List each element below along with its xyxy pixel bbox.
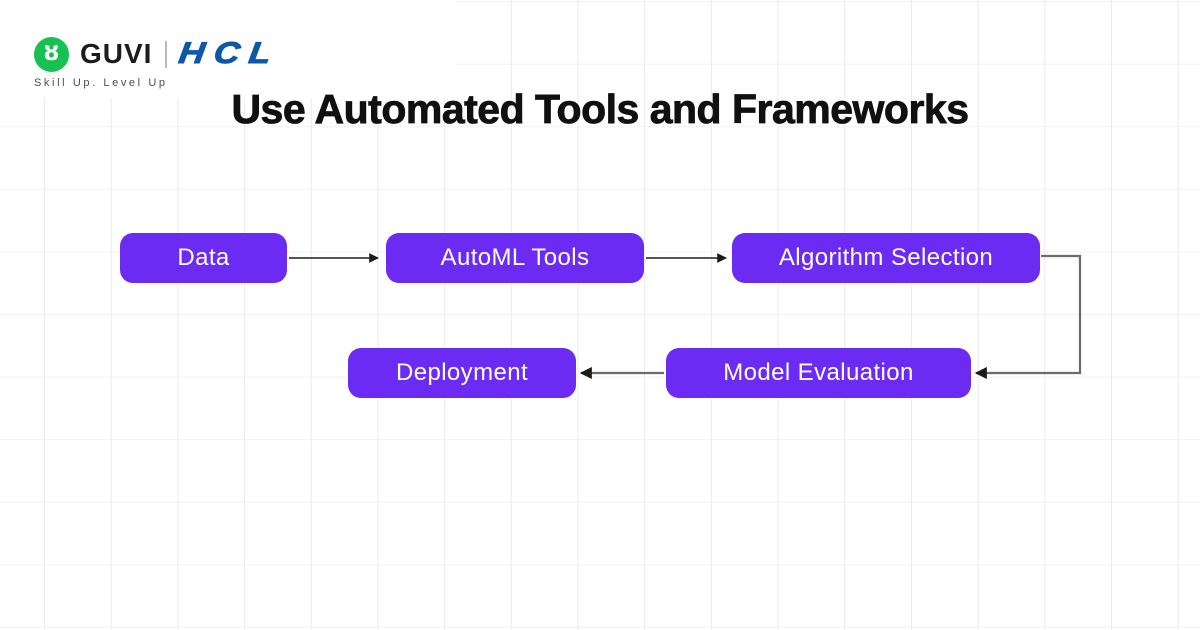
- node-algorithm-selection: Algorithm Selection: [732, 233, 1040, 283]
- brand-tagline: Skill Up. Level Up: [34, 77, 168, 89]
- logo-panel: [0, 0, 456, 98]
- guvi-logo-text: GUVI: [80, 38, 153, 69]
- node-algorithm-selection-label: Algorithm Selection: [778, 244, 994, 271]
- page-title: Use Automated Tools and Frameworks: [231, 86, 969, 133]
- guvi-logo-icon: ȣ: [34, 36, 69, 72]
- node-model-evaluation: Model Evaluation: [666, 348, 971, 398]
- brand-divider: [165, 40, 168, 68]
- node-automl-tools: AutoML Tools: [386, 233, 644, 283]
- node-deployment-label: Deployment: [395, 359, 529, 386]
- node-automl-tools-label: AutoML Tools: [440, 244, 590, 271]
- node-data: Data: [120, 233, 287, 283]
- node-data-label: Data: [177, 244, 230, 271]
- node-deployment: Deployment: [348, 348, 576, 398]
- guvi-icon-glyph: ȣ: [43, 39, 60, 66]
- brand-lockup: ȣ GUVI HCL: [34, 36, 283, 72]
- node-model-evaluation-label: Model Evaluation: [723, 359, 914, 386]
